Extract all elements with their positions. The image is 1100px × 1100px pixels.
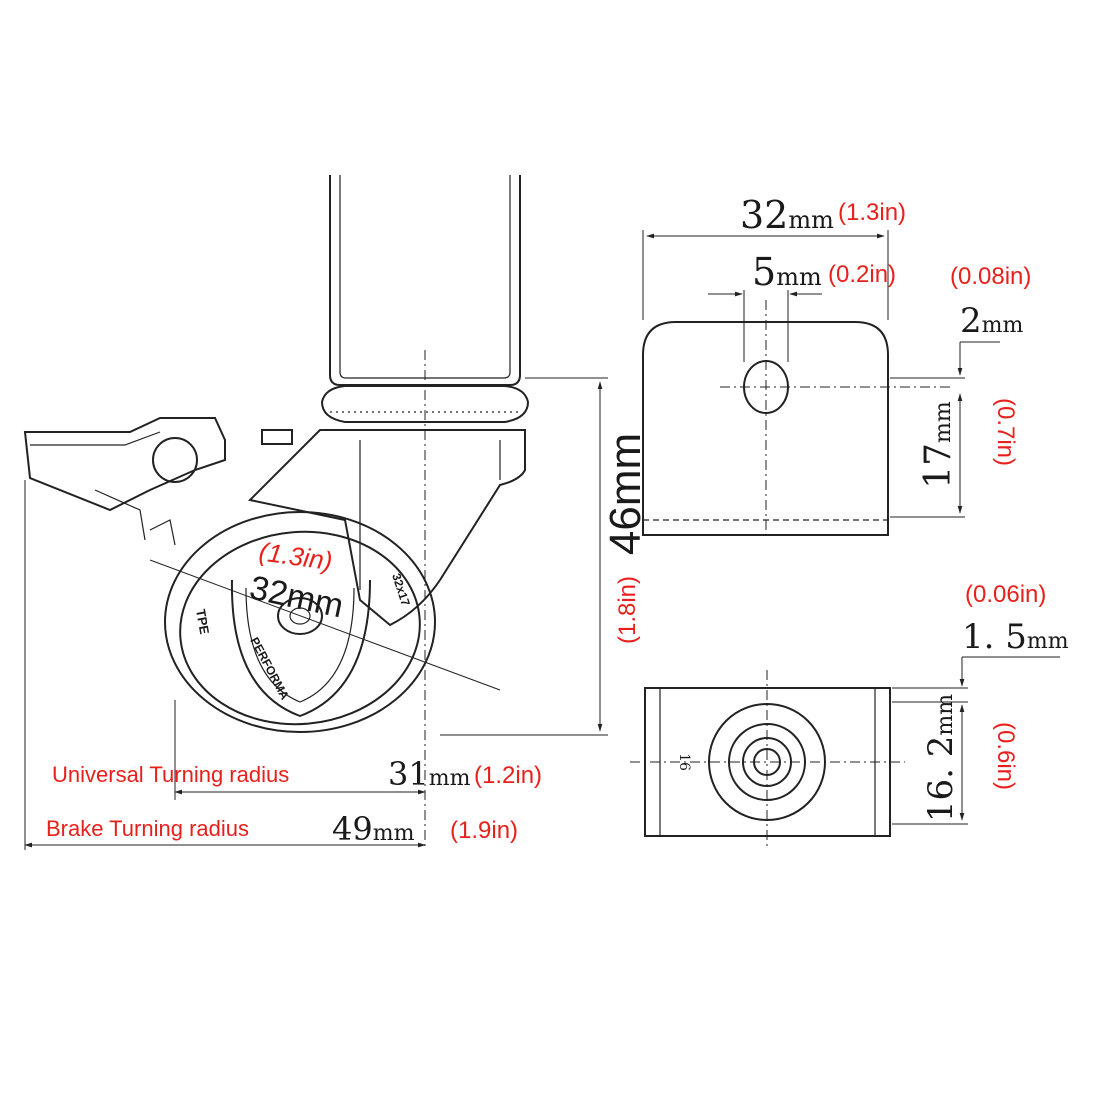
center-mark: 16 xyxy=(676,753,692,771)
brake-turning-label: Brake Turning radius xyxy=(46,816,249,841)
brake-pivot xyxy=(152,437,198,483)
bottom-height-mm: 16. 2mm xyxy=(921,694,961,822)
plate-top-view: 32mm (1.3in) 5mm (0.2in) (0.08in) 2mm 17… xyxy=(642,193,1031,540)
plate-width-mm: 32mm xyxy=(740,193,834,237)
brake-turning-in: (1.9in) xyxy=(450,817,518,844)
hole-diameter-in: (0.2in) xyxy=(828,261,896,288)
wheel-diameter-mm: 32mm xyxy=(246,569,346,626)
brake-lever xyxy=(23,417,226,512)
plate-thickness-mm: 2mm xyxy=(960,301,1024,341)
fork-body xyxy=(247,429,526,627)
universal-turning-mm: 31mm xyxy=(388,755,471,793)
universal-turning-in: (1.2in) xyxy=(474,762,542,789)
bottom-thickness-in: (0.06in) xyxy=(965,581,1046,608)
plate-height-mm: 17mm xyxy=(918,401,959,489)
wheel-outer xyxy=(164,511,436,733)
tire-text-tpe: TPE xyxy=(193,608,212,636)
caster-side-view: TPE PERFORMA 32x17 (1.3in) 32mm 46mm (1.… xyxy=(23,175,650,850)
bottom-height-in: (0.6in) xyxy=(992,722,1019,790)
plate-height-in: (0.7in) xyxy=(992,398,1019,466)
bottom-thickness-mm: 1. 5mm xyxy=(962,617,1069,657)
wheel-diameter-in: (1.3in) xyxy=(257,536,334,576)
height-1-8in: (1.8in) xyxy=(614,576,641,644)
tire-text-size: 32x17 xyxy=(389,572,413,608)
wheel-tread xyxy=(230,579,371,718)
plate-thickness-in: (0.08in) xyxy=(950,263,1031,290)
hole-diameter-mm: 5mm xyxy=(752,250,822,294)
wheel-hub xyxy=(277,597,323,635)
swivel-head xyxy=(320,385,530,423)
height-46mm: 46mm xyxy=(601,433,650,555)
plate-width-in: (1.3in) xyxy=(838,199,906,226)
brake-turning-mm: 49mm xyxy=(332,810,415,848)
universal-turning-label: Universal Turning radius xyxy=(52,762,289,787)
plate-bottom-view: 16 (0.06in) 1. 5mm 16. 2mm (0.6in) xyxy=(630,581,1069,850)
tire-text-performa: PERFORMA xyxy=(247,635,292,702)
bearing-outer xyxy=(708,703,826,821)
plate-outline-top xyxy=(642,321,889,536)
